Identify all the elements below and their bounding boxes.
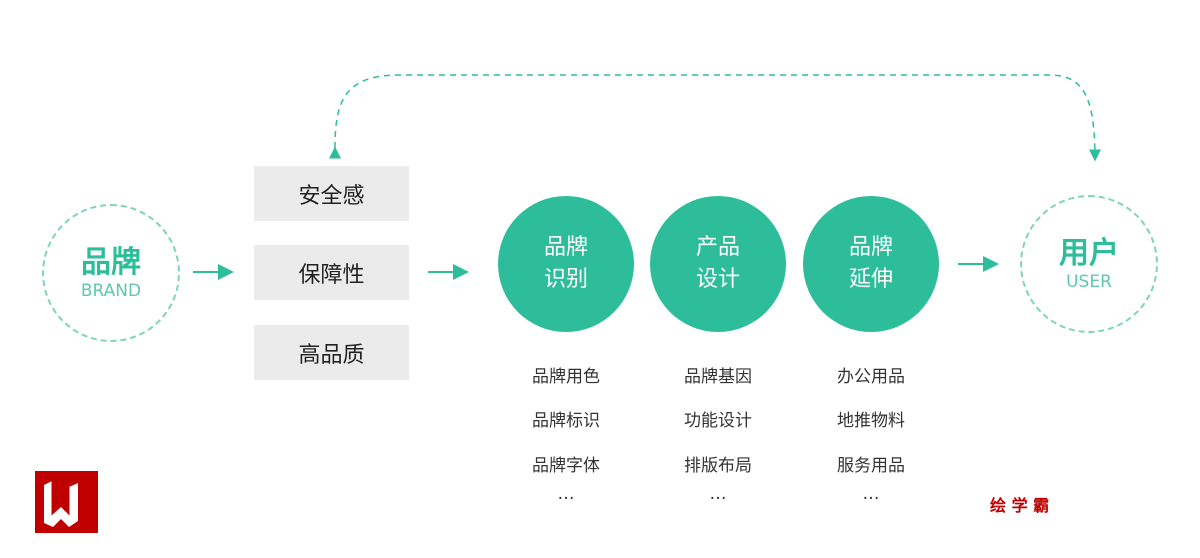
list-item: … xyxy=(862,484,880,504)
stage-circle: 产品设计 xyxy=(650,196,786,332)
brand-circle: 品牌 BRAND xyxy=(42,204,180,342)
list-item: 排版布局 xyxy=(684,456,752,476)
stage-label: 品牌 xyxy=(543,235,588,260)
list-item: 服务用品 xyxy=(837,456,905,476)
feeling-box: 高品质 xyxy=(254,325,409,380)
feedback-loop-arrow xyxy=(328,74,1101,162)
list-item: 地推物料 xyxy=(837,411,905,431)
list-item: … xyxy=(557,484,575,504)
stage-circle: 品牌延伸 xyxy=(803,196,939,332)
list-item: 办公用品 xyxy=(837,367,905,387)
brand-title: 品牌 xyxy=(81,245,141,280)
brand-subtitle: BRAND xyxy=(80,281,142,301)
list-item: … xyxy=(709,484,727,504)
list-item: 品牌标识 xyxy=(532,411,600,431)
list-item: 品牌基因 xyxy=(684,367,752,387)
stage-label: 识别 xyxy=(543,267,588,292)
feeling-box: 保障性 xyxy=(254,245,409,300)
stage-label: 品牌 xyxy=(848,235,893,260)
stage-label: 产品 xyxy=(695,235,740,260)
stage-circle: 品牌识别 xyxy=(498,196,634,332)
stage-label: 设计 xyxy=(695,267,740,292)
list-item: 品牌用色 xyxy=(532,367,600,387)
stage-label: 延伸 xyxy=(848,267,893,292)
user-circle: 用户 USER xyxy=(1020,195,1158,333)
user-subtitle: USER xyxy=(1066,272,1112,292)
user-title: 用户 xyxy=(1059,236,1119,271)
list-item: 功能设计 xyxy=(684,411,752,431)
logo-w-icon xyxy=(44,481,78,527)
list-item: 品牌字体 xyxy=(532,456,600,476)
watermark-text: 绘 学 霸 xyxy=(990,496,1050,515)
feeling-box: 安全感 xyxy=(254,166,409,221)
watermark-logo xyxy=(35,471,98,533)
